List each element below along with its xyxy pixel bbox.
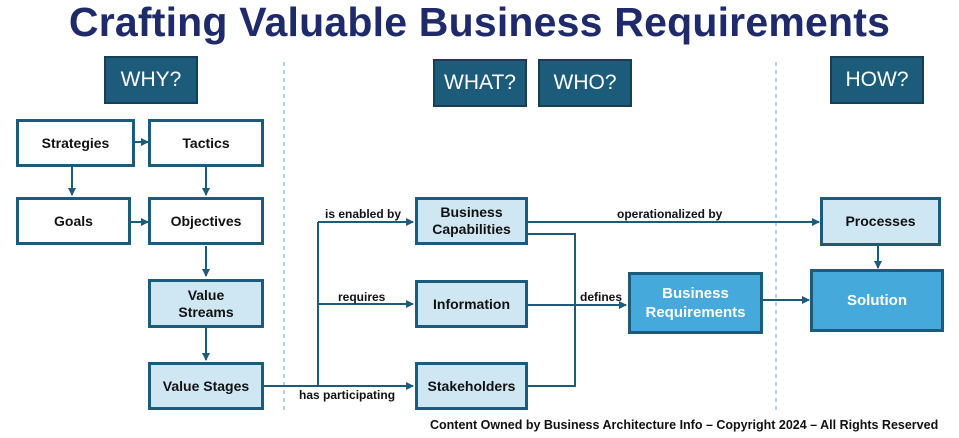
box-business-capabilities: Business Capabilities [415, 197, 528, 245]
box-information: Information [415, 280, 528, 328]
box-business-requirements: Business Requirements [628, 272, 763, 334]
label-requires: requires [338, 290, 386, 304]
label-operationalized-by: operationalized by [617, 207, 723, 221]
copyright-footer: Content Owned by Business Architecture I… [430, 418, 939, 432]
box-value-streams: Value Streams [148, 279, 264, 328]
box-strategies: Strategies [16, 119, 135, 167]
label-has-participating: has participating [299, 388, 396, 402]
box-value-stages: Value Stages [148, 362, 264, 410]
box-tactics: Tactics [148, 119, 264, 167]
header-how: HOW? [830, 56, 924, 104]
box-processes: Processes [820, 197, 941, 246]
box-objectives: Objectives [148, 197, 264, 245]
box-goals: Goals [16, 197, 131, 245]
box-solution: Solution [810, 269, 944, 332]
label-defines: defines [580, 290, 623, 304]
header-who: WHO? [538, 59, 632, 107]
header-what: WHAT? [433, 59, 527, 107]
box-stakeholders: Stakeholders [415, 362, 528, 410]
diagram-title: Crafting Valuable Business Requirements [68, 0, 891, 45]
label-is-enabled-by: is enabled by [325, 207, 402, 221]
edge-collector [528, 233, 576, 387]
header-why: WHY? [104, 56, 198, 104]
